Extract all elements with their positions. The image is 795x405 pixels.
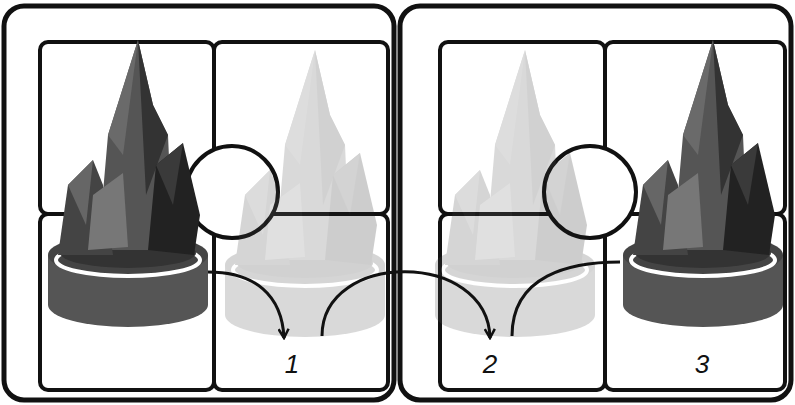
panel: [400, 6, 791, 400]
panel: [4, 6, 394, 400]
ghost-miniature: [225, 50, 385, 337]
miniature: [48, 40, 208, 327]
ghost-miniature: [435, 50, 595, 337]
callout-number: 2: [483, 351, 497, 377]
callout-number: 3: [695, 351, 709, 377]
miniature: [623, 40, 783, 327]
callout-number: 1: [285, 351, 299, 377]
move-arrows: [208, 262, 620, 338]
